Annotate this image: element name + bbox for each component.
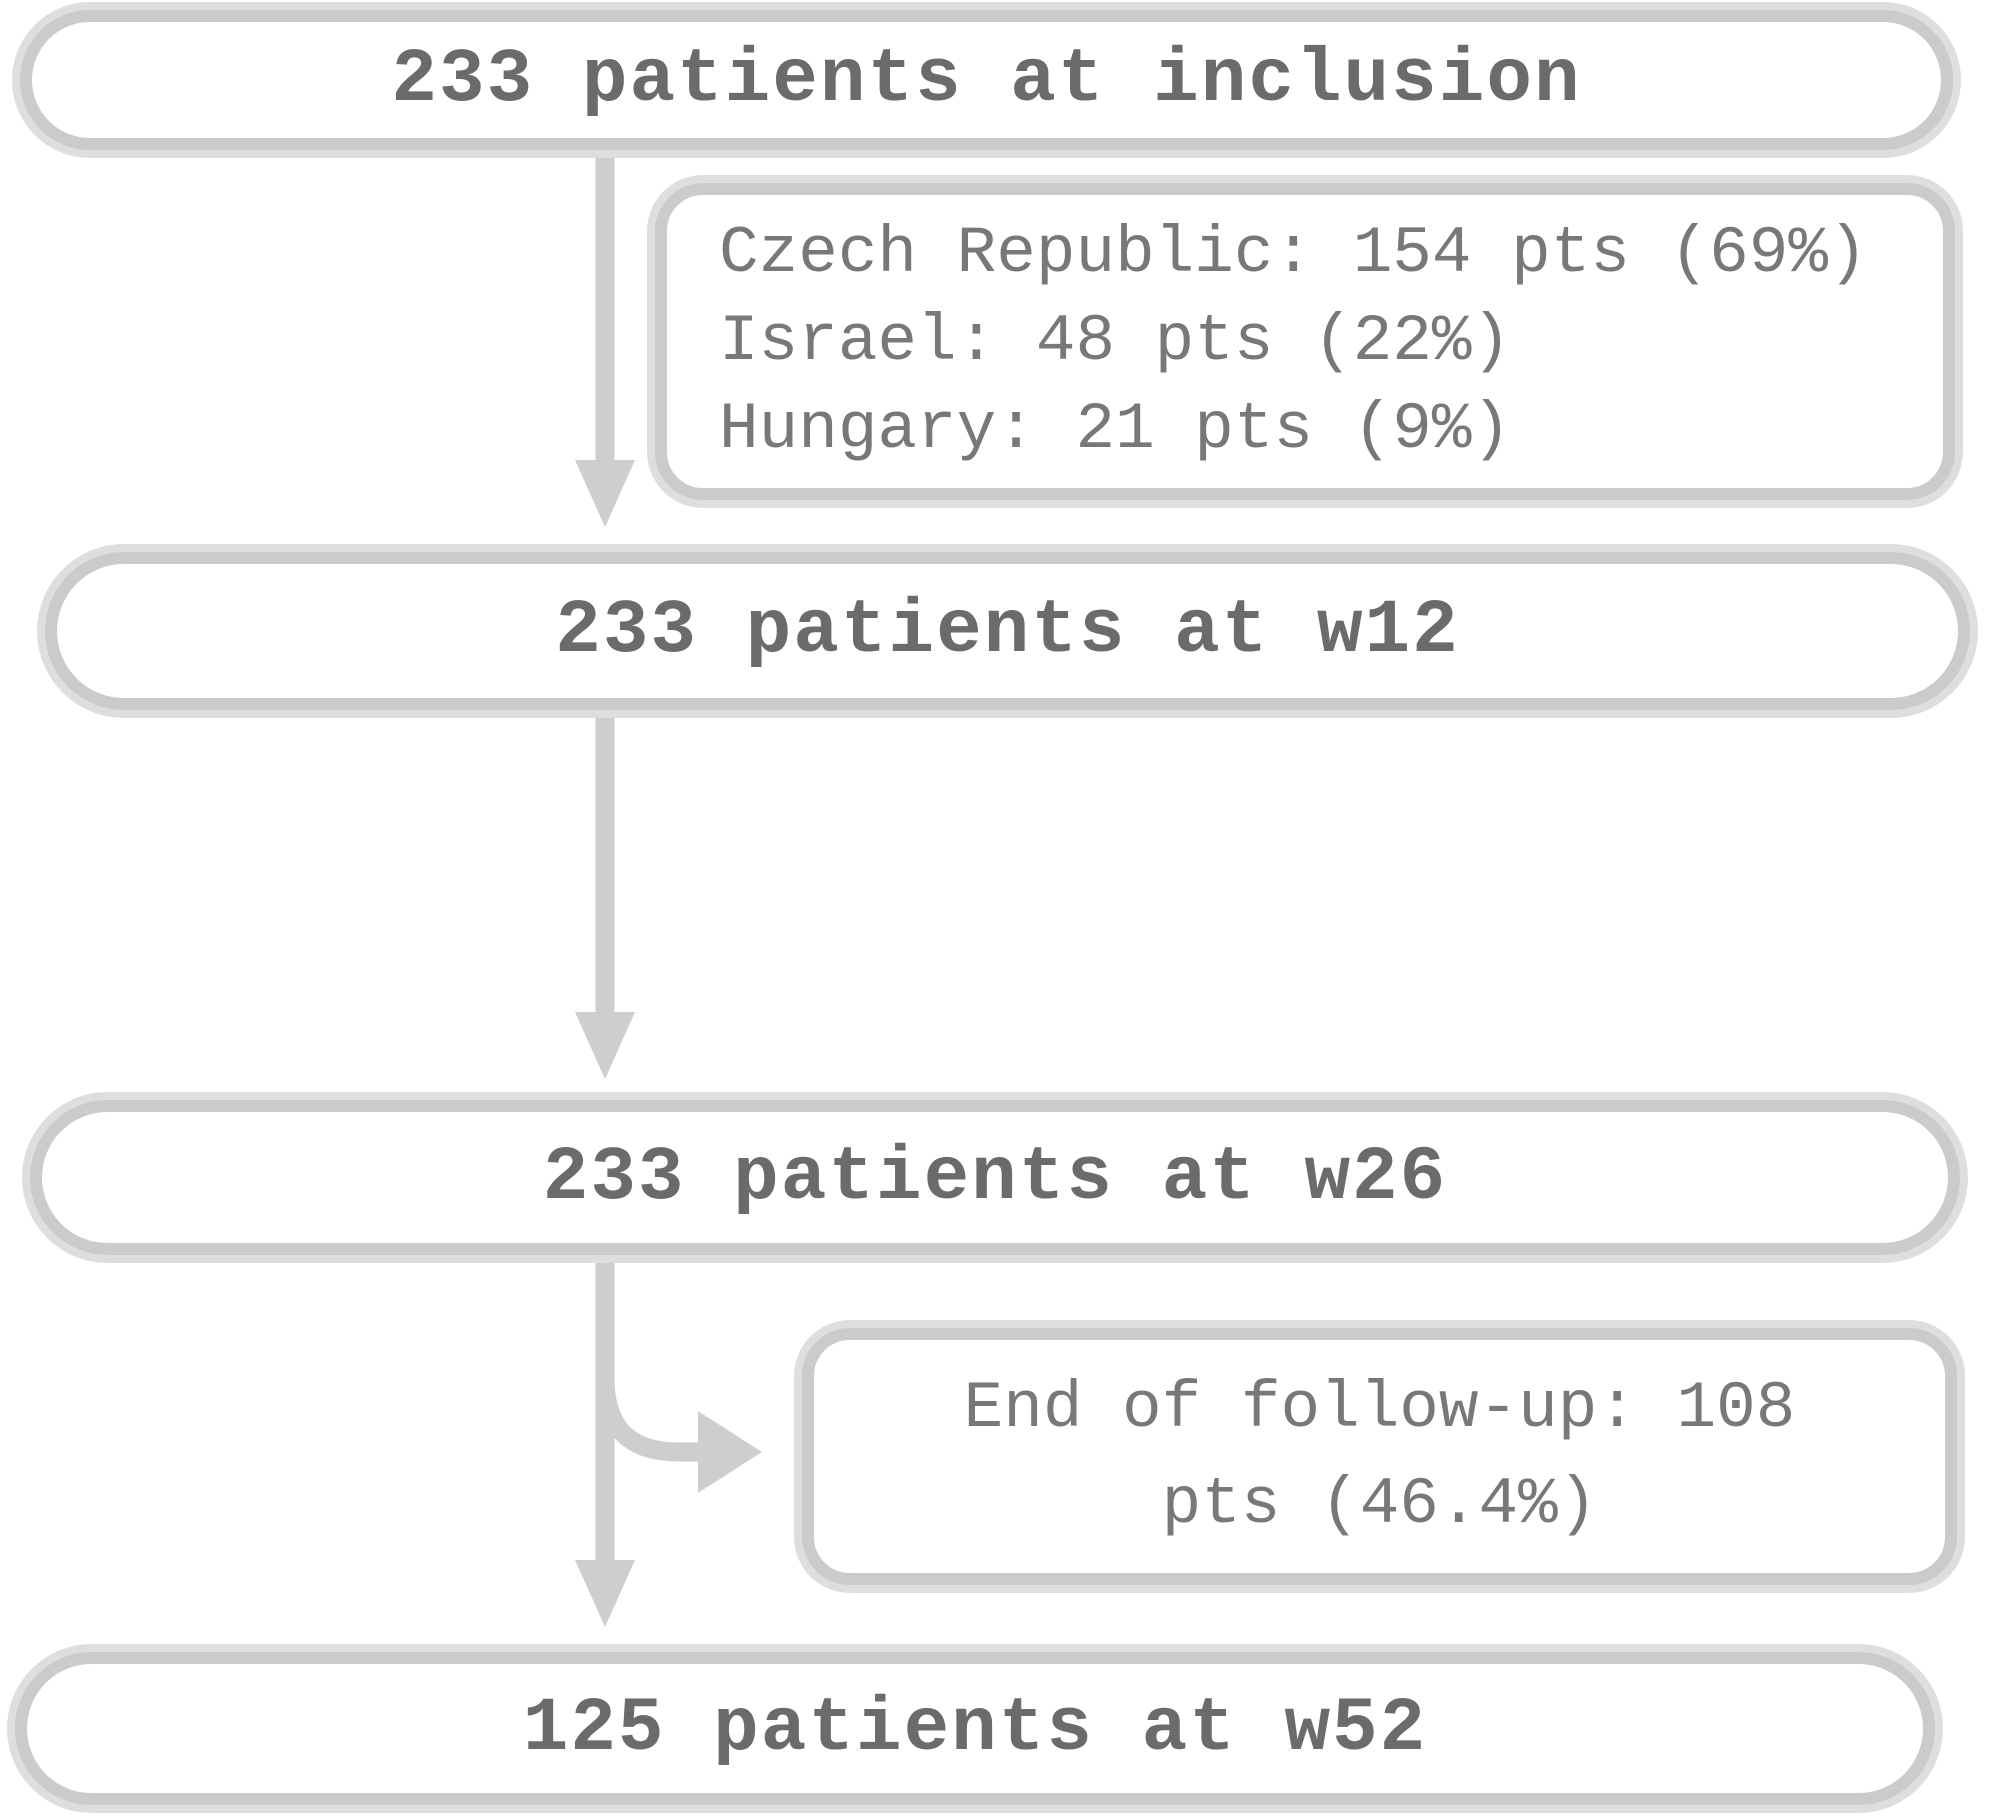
box-patients-at-inclusion: 233 patients at inclusion [20, 10, 1953, 150]
arrow-w26-to-end-of-follow-up-icon [595, 1377, 762, 1493]
note-end-of-follow-up: End of follow-up: 108 pts (46.4%) [802, 1328, 1957, 1585]
note-line-czech-republic: Czech Republic: 154 pts (69%) [719, 215, 1868, 291]
box-patients-at-w52: 125 patients at w52 [15, 1652, 1935, 1805]
arrow-head [575, 1012, 635, 1079]
arrow-head [575, 460, 635, 527]
arrow-head [575, 1560, 635, 1627]
arrow-w12-to-w26-icon [575, 710, 635, 1079]
note-line-end-of-follow-up: End of follow-up: 108 [963, 1370, 1796, 1446]
note-line-israel: Israel: 48 pts (22%) [719, 303, 1512, 379]
box-patients-at-w26-label: 233 patients at w26 [542, 1134, 1448, 1221]
arrow-shaft [595, 1377, 700, 1462]
box-patients-at-w12: 233 patients at w12 [45, 552, 1970, 710]
box-patients-at-w26: 233 patients at w26 [30, 1100, 1960, 1255]
arrow-inclusion-to-w12-icon [575, 150, 635, 527]
note-countries-breakdown: Czech Republic: 154 pts (69%) Israel: 48… [655, 183, 1955, 500]
box-patients-at-inclusion-label: 233 patients at inclusion [391, 37, 1582, 123]
arrow-head [698, 1411, 762, 1493]
note-line-hungary: Hungary: 21 pts (9%) [719, 391, 1512, 467]
note-line-end-of-follow-up-pct: pts (46.4%) [1161, 1466, 1598, 1542]
box-patients-at-w12-label: 233 patients at w12 [555, 588, 1460, 674]
box-patients-at-w52-label: 125 patients at w52 [522, 1685, 1428, 1772]
